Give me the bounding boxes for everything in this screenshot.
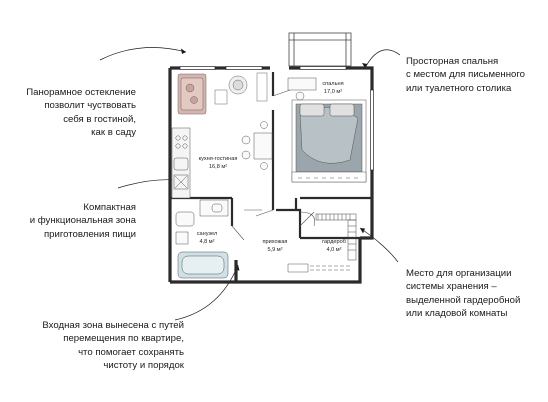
kitchen-counter — [171, 127, 191, 199]
bedroom-desk — [287, 77, 317, 101]
label-kitchen-living-area: 16,8 м² — [209, 164, 227, 170]
leader-bedroom — [364, 49, 401, 69]
door-swings — [231, 89, 315, 241]
hallway-shoes — [287, 263, 350, 273]
label-bedroom-name: спальня — [322, 81, 343, 87]
bathroom-fixtures — [175, 199, 229, 279]
leader-storage — [359, 227, 399, 263]
label-bathroom-area: 4,8 м² — [199, 239, 214, 245]
label-wardrobe-name: гардероб — [322, 239, 346, 245]
armchair — [228, 75, 248, 95]
callout-bedroom: Просторная спальня с местом для письменн… — [406, 56, 525, 94]
leader-lines — [99, 47, 401, 321]
dining-set — [241, 121, 273, 170]
callout-glazing: Панорамное остекление позволит чуствоват… — [26, 87, 136, 139]
leader-kitchen — [117, 179, 178, 189]
label-bedroom-area: 17,0 м² — [324, 89, 342, 95]
windows — [179, 66, 374, 171]
label-hallway-name: прихожая — [263, 239, 288, 245]
callout-kitchen: Компактная и функциональная зона пригото… — [29, 202, 136, 240]
label-wardrobe-area: 4,0 м² — [326, 247, 341, 253]
wardrobe-shelves — [315, 213, 357, 261]
leader-entrance — [174, 264, 239, 321]
callout-entrance: Входная зона вынесена с путей перемещени… — [42, 320, 184, 372]
label-bathroom-name: санузел — [197, 231, 218, 237]
bed — [291, 99, 367, 183]
leader-glazing — [99, 47, 187, 61]
label-hallway-area: 5,9 м² — [267, 247, 282, 253]
sofa — [177, 73, 207, 115]
label-kitchen-living-name: кухня-гостиная — [199, 156, 238, 162]
balcony — [288, 32, 352, 67]
coffee-table — [214, 89, 228, 105]
tv-unit — [256, 72, 268, 102]
callout-storage: Место для организации системы хранения –… — [406, 268, 521, 320]
